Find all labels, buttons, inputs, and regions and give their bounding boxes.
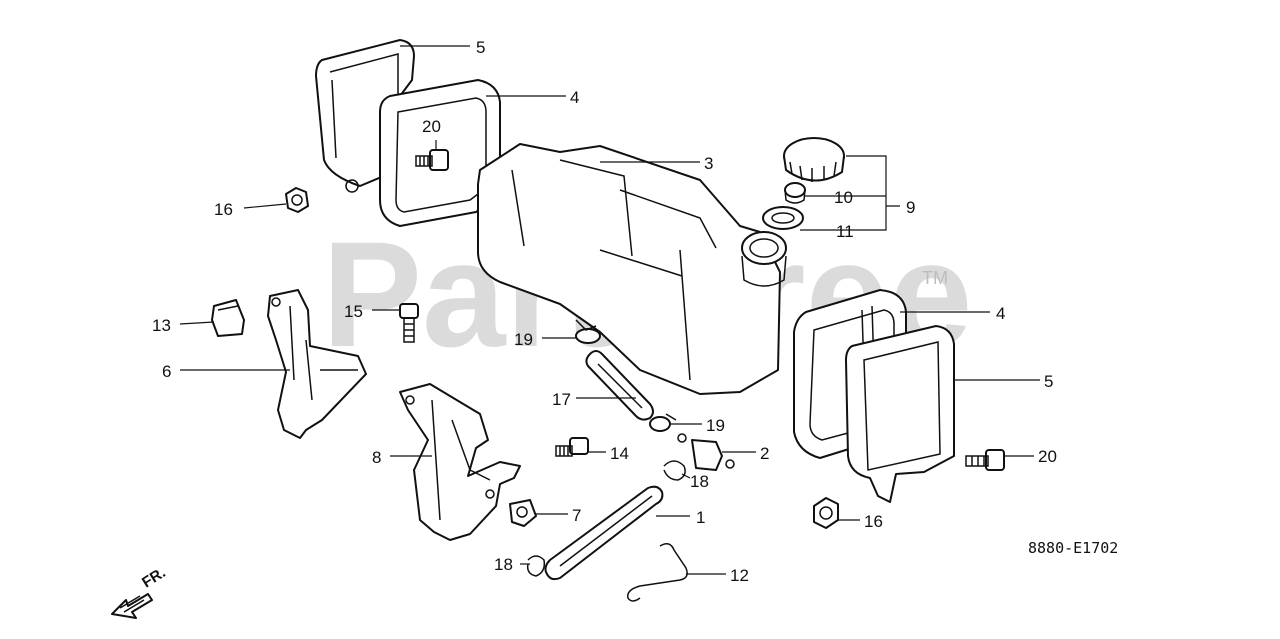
callout-11: 11	[836, 222, 854, 241]
leader-lines	[179, 45, 1040, 575]
callout-20-upper: 20	[422, 117, 441, 136]
callout-6: 6	[162, 362, 171, 381]
callout-13: 13	[152, 316, 171, 335]
part-18-right-clip	[663, 460, 686, 481]
callout-5-upper: 5	[476, 38, 485, 57]
callout-1: 1	[696, 508, 705, 527]
part-2-joint	[677, 433, 735, 471]
part-16-lower-nut	[813, 497, 839, 529]
part-18-left-clip	[526, 555, 546, 577]
part-9-cap	[783, 137, 845, 182]
front-direction-arrow	[111, 593, 153, 619]
part-5-right-frame	[845, 325, 955, 503]
front-direction-label: FR.	[139, 564, 169, 591]
callout-4-upper: 4	[570, 88, 579, 107]
callout-labels: 5 4 20 3 16 10 9 11 4 5 20 16 13 6 15 19…	[152, 38, 1057, 585]
callout-9: 9	[906, 198, 915, 217]
drawing-code: 8880-E1702	[1028, 539, 1118, 557]
callout-3: 3	[704, 154, 713, 173]
part-16-upper-nut	[285, 187, 309, 213]
callout-10: 10	[834, 188, 853, 207]
callout-16-upper: 16	[214, 200, 233, 219]
part-7-grommet	[509, 499, 537, 527]
callout-19-lower: 19	[706, 416, 725, 435]
part-12-clip	[627, 543, 688, 602]
part-10-filter	[784, 182, 806, 204]
callout-2: 2	[760, 444, 769, 463]
callout-17: 17	[552, 390, 571, 409]
part-20-upper-bolt	[415, 149, 449, 171]
callout-4-right: 4	[996, 304, 1005, 323]
callout-19-upper: 19	[514, 330, 533, 349]
callout-5-right: 5	[1044, 372, 1053, 391]
callout-15: 15	[344, 302, 363, 321]
part-15-bolt	[399, 303, 419, 343]
part-13-cushion	[211, 299, 245, 337]
callout-7: 7	[572, 506, 581, 525]
callout-18-right: 18	[690, 472, 709, 491]
part-14-bolt	[555, 437, 589, 457]
watermark-trademark: TM	[922, 268, 948, 288]
part-8-bracket	[399, 383, 521, 541]
callout-16-lower: 16	[864, 512, 883, 531]
part-1-tube	[544, 485, 664, 581]
callout-20-right: 20	[1038, 447, 1057, 466]
callout-18-left: 18	[494, 555, 513, 574]
part-19-upper-clip	[575, 319, 601, 344]
callout-14: 14	[610, 444, 629, 463]
part-20-right-bolt	[965, 449, 1005, 471]
part-11-seal	[762, 206, 804, 230]
part-3-fuel-tank	[477, 143, 787, 395]
part-6-bracket	[267, 289, 367, 439]
part-19-lower-clip	[649, 413, 677, 432]
callout-8: 8	[372, 448, 381, 467]
part-17-tube	[585, 350, 654, 421]
callout-12: 12	[730, 566, 749, 585]
